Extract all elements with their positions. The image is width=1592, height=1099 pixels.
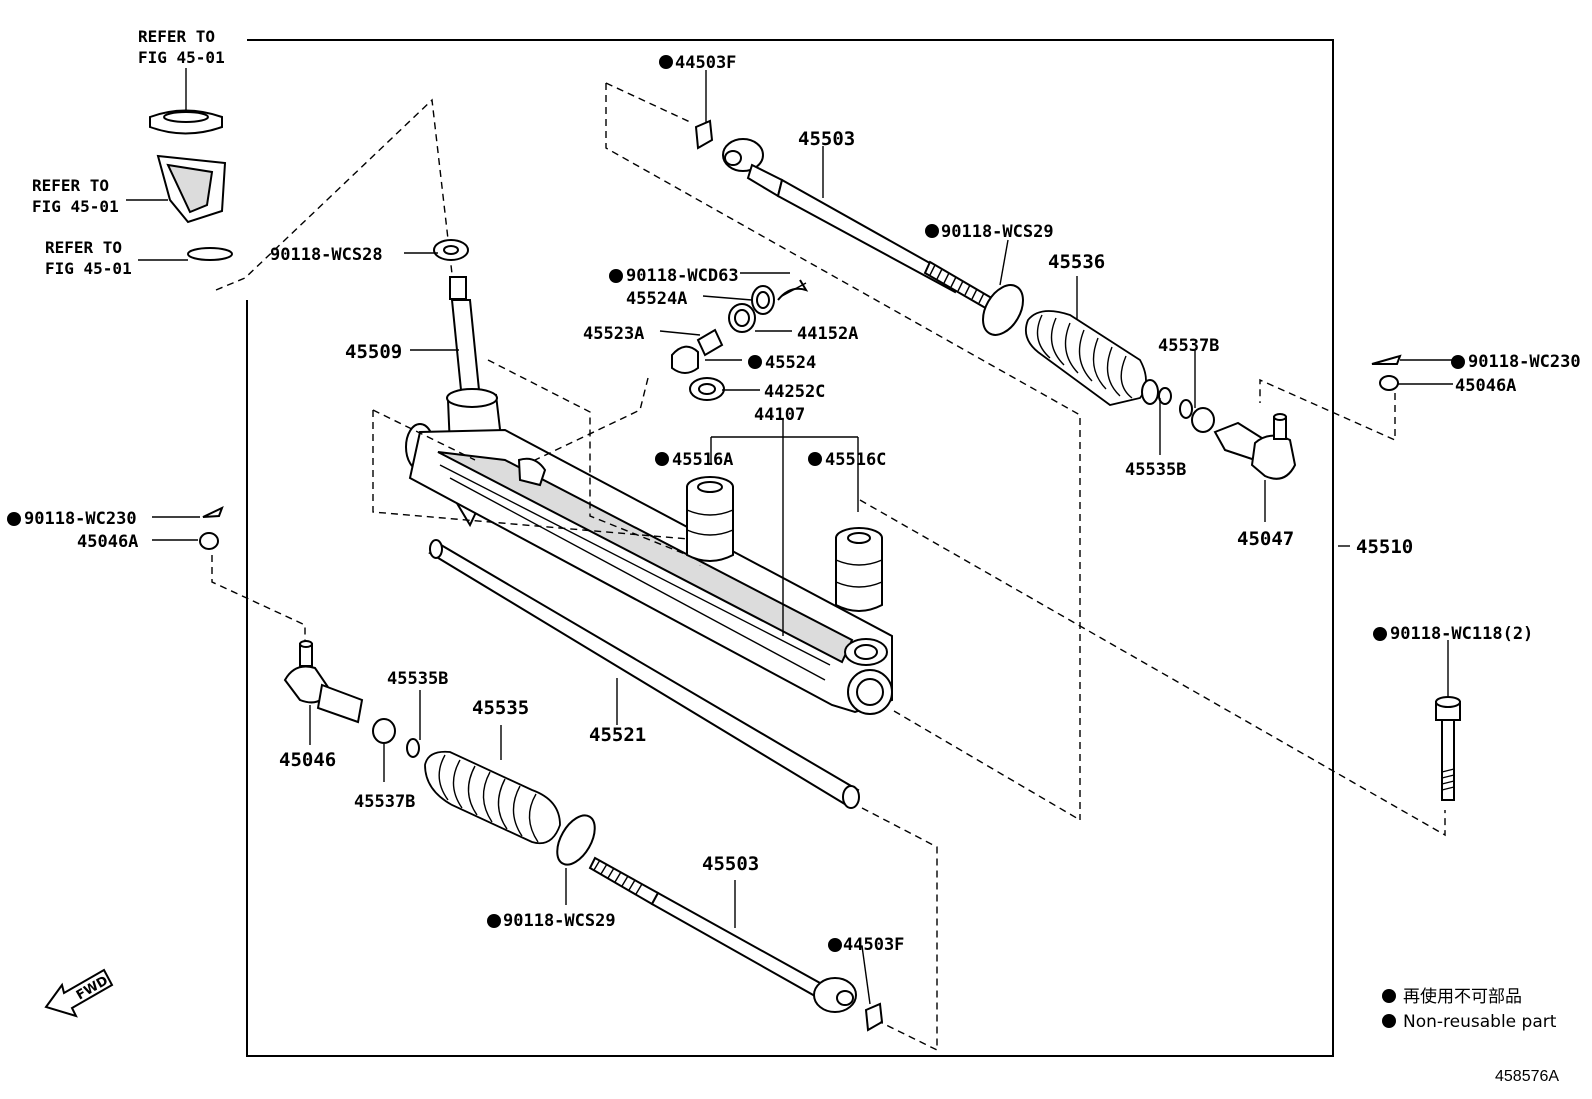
dash-yoke: [534, 377, 649, 461]
label-90118-WCD63: 90118-WCD63: [626, 266, 739, 286]
label-45524: 45524: [765, 353, 816, 373]
bolt-90118-WC118: [1435, 696, 1461, 801]
non-reusable-markers: [7, 55, 1465, 1028]
dash-right-end: [1259, 378, 1396, 442]
label-45503-bottom: 45503: [702, 853, 759, 875]
tie-rod-end-45047: [1213, 413, 1297, 480]
dash-line-rack-ends: [859, 499, 1446, 837]
refer-note-top-line1: REFER TO: [138, 27, 215, 46]
bushing-45516C: [835, 527, 883, 612]
label-45503-top: 45503: [798, 128, 855, 150]
label-90118-WC230-left: 90118-WC230: [24, 509, 137, 529]
refer-note-top-line2: FIG 45-01: [138, 48, 225, 67]
yoke-parts: [671, 279, 809, 401]
label-45521: 45521: [589, 724, 646, 746]
label-45046A-right: 45046A: [1455, 376, 1516, 396]
inner-tie-rod-45503-top: [694, 119, 997, 312]
part-labels: 44503F 45503 90118-WCS29 45536 90118-WCD…: [24, 53, 1581, 955]
label-90118-WCS28: 90118-WCS28: [270, 245, 383, 265]
label-45516A: 45516A: [672, 450, 733, 470]
label-45046A-left: 45046A: [77, 532, 138, 552]
label-44152A: 44152A: [797, 324, 858, 344]
cotter-pin-and-nut-left: [199, 506, 224, 550]
label-45524A: 45524A: [626, 289, 687, 309]
legend-english: Non-reusable part: [1403, 1012, 1557, 1032]
label-90118-WCS29-bottom: 90118-WCS29: [503, 911, 616, 931]
dash-link-pinion: [215, 98, 456, 301]
ref-parts-group: REFER TO FIG 45-01 REFER TO FIG 45-01 RE…: [32, 27, 233, 278]
label-45537B-left: 45537B: [354, 792, 415, 812]
label-90118-WC118: 90118-WC118(2): [1390, 624, 1533, 644]
label-44503F-bottom: 44503F: [843, 935, 904, 955]
bushing-45516A: [686, 476, 734, 562]
rack-housing-44107: [408, 428, 893, 715]
dash-line-right-rod-b: [893, 710, 1081, 821]
figure-code: 458576A: [1495, 1068, 1559, 1085]
label-45535B-right: 45535B: [1125, 460, 1186, 480]
label-45537B-right: 45537B: [1158, 336, 1219, 356]
label-45047: 45047: [1237, 528, 1294, 550]
label-90118-WC230-right: 90118-WC230: [1468, 352, 1581, 372]
label-44252C: 44252C: [764, 382, 825, 402]
rack-tube-45521: [428, 539, 860, 809]
dash-line-housing-a: [372, 409, 476, 461]
leader-lines: [152, 70, 1453, 1005]
assembly-frame: [246, 39, 1334, 1057]
dash-line-housing-b: [487, 359, 701, 561]
label-45516C: 45516C: [825, 450, 886, 470]
legend-japanese: 再使用不可部品: [1403, 986, 1522, 1007]
label-45536: 45536: [1048, 251, 1105, 273]
label-45509: 45509: [345, 341, 402, 363]
clamp-45535B-left: [406, 738, 420, 758]
cotter-pin-and-nut-right: [1371, 354, 1402, 391]
lock-nut-45537B-left: [372, 718, 396, 744]
label-45535B-left: 45535B: [387, 669, 448, 689]
label-90118-WCS29-top: 90118-WCS29: [941, 222, 1054, 242]
clamp-45535B-right: [1179, 399, 1193, 419]
inner-tie-rod-45503-bottom: [588, 856, 884, 1032]
clamp-ring-top: [982, 284, 1024, 336]
dash-box-right-rod: [605, 83, 1081, 820]
rack-boot-45535: [424, 750, 561, 845]
refer-note-low-line2: FIG 45-01: [45, 259, 132, 278]
rack-boot-45536: [1024, 310, 1172, 406]
tie-rod-end-45046: [283, 640, 364, 724]
label-45535: 45535: [472, 697, 529, 719]
label-44107: 44107: [754, 405, 805, 425]
fwd-arrow-icon: FWD: [44, 968, 114, 1018]
refer-note-low-line1: REFER TO: [45, 238, 122, 257]
label-44503F-top: 44503F: [675, 53, 736, 73]
label-45523A: 45523A: [583, 324, 644, 344]
dash-box-housing: [372, 410, 701, 566]
lock-nut-45537B-right: [1191, 407, 1215, 433]
clamp-ring-bottom: [556, 814, 596, 866]
refer-note-mid-line1: REFER TO: [32, 176, 109, 195]
label-45510: 45510: [1356, 536, 1413, 558]
label-45046: 45046: [279, 749, 336, 771]
dash-box-bottom-rod: [861, 807, 938, 1052]
legend: 再使用不可部品 Non-reusable part: [1403, 986, 1557, 1032]
dash-left-end: [211, 555, 306, 642]
dash-line-right-rod: [605, 82, 691, 123]
refer-note-mid-line2: FIG 45-01: [32, 197, 119, 216]
